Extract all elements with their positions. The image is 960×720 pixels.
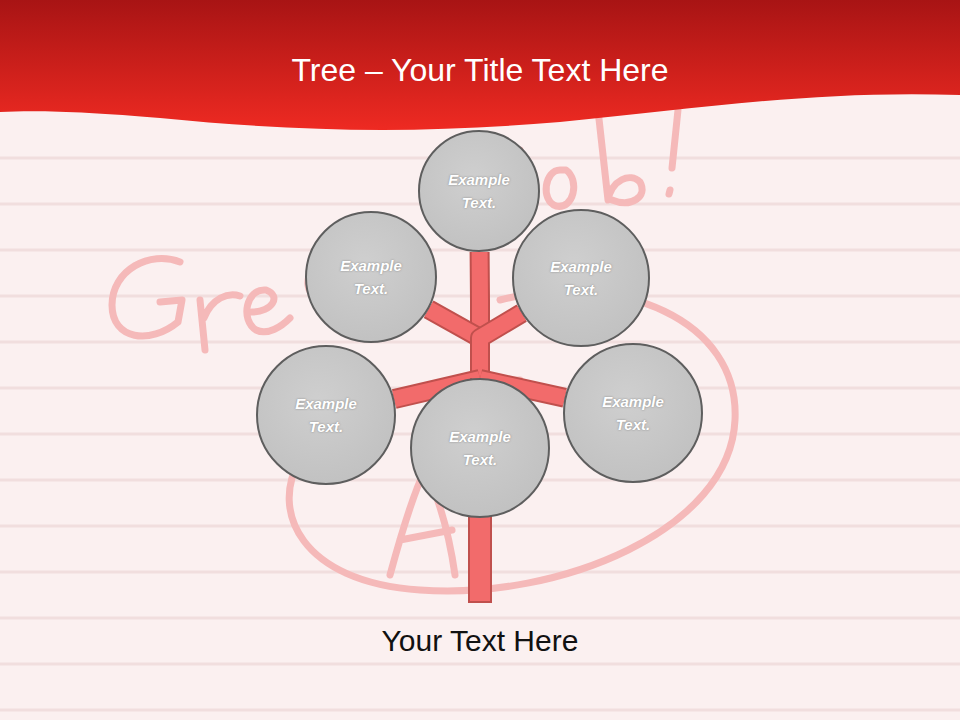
tree-circle: Example Text. [512,209,650,347]
tree-circle: Example Text. [563,343,703,483]
circle-label: Example Text. [591,390,675,436]
header-band [0,0,960,130]
tree-circle: Example Text. [256,345,396,485]
slide-caption: Your Text Here [0,624,960,658]
circle-label: Example Text. [329,254,413,300]
tree-circle: Example Text. [305,211,437,343]
tree-circle: Example Text. [410,378,550,518]
tree-branch [480,313,522,378]
circle-label: Example Text. [284,392,368,438]
slide-title: Tree – Your Title Text Here [0,52,960,89]
circle-label: Example Text. [437,168,521,214]
circle-label: Example Text. [438,425,522,471]
handwriting-scribble [112,110,735,591]
tree-circle: Example Text. [418,130,540,252]
circle-label: Example Text. [539,255,623,301]
